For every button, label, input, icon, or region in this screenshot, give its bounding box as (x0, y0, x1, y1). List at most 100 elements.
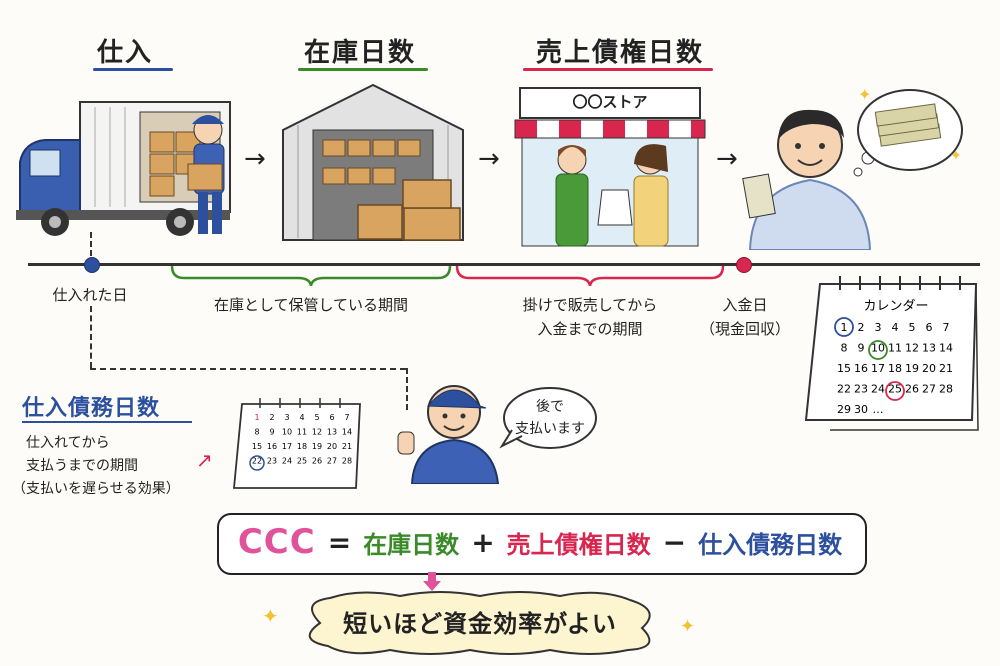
calendar-large-day-cell: 25 (888, 383, 902, 396)
formula-equals: = (327, 525, 352, 559)
formula-row: CCC = 在庫日数 + 売上債権日数 − 仕入債務日数 (230, 519, 850, 565)
calendar-large-day-cell: 9 (858, 342, 865, 355)
calendar-large-day-cell: 22 (837, 383, 851, 396)
calendar-large-title: カレンダー (863, 299, 928, 314)
store-sign: 〇〇ストア (572, 93, 648, 111)
calendar-small-day-cell: 15 (252, 442, 262, 451)
store-illustration (514, 87, 706, 247)
calendar-small-day-cell: 26 (312, 457, 322, 466)
calendar-small-day-cell: 21 (342, 442, 352, 451)
formula-plus: + (471, 525, 495, 559)
calendar-large-day-cell: 29 (837, 403, 851, 416)
flow-arrow-3: → (716, 144, 738, 174)
calendar-small-day-cell: 19 (312, 442, 322, 451)
payment-point-marker (736, 257, 752, 273)
calendar-small-day-cell: 1 (254, 413, 259, 422)
calendar-large-day-cell: 28 (939, 383, 953, 396)
calendar-large-day-cell: 3 (875, 321, 882, 334)
calendar-small-day-cell: 22 (252, 457, 262, 466)
down-arrow-icon (423, 572, 441, 591)
payment-point-label-1: 入金日 (722, 296, 768, 314)
calendar-large-day-cell: 20 (922, 362, 936, 375)
calendar-large-day-cell: 23 (854, 383, 868, 396)
speech-line-1: 後で (536, 399, 564, 415)
formula-payable: 仕入債務日数 (698, 530, 843, 559)
calendar-large-day-cell: 19 (905, 362, 919, 375)
calendar-large-day-cell: 30 (854, 403, 868, 416)
calendar-small-day-cell: 28 (342, 457, 352, 466)
calendar-large-day-cell: 2 (858, 321, 865, 334)
flow-arrow-2: → (478, 144, 500, 174)
calendar-small-day25-circle (249, 455, 265, 471)
purchase-point-marker (84, 257, 100, 273)
formula-box (217, 513, 867, 575)
worker-thumbsup-illustration (397, 385, 500, 484)
calendar-large-day-cell: 7 (943, 321, 950, 334)
payable-connector-vertical (90, 306, 92, 368)
inventory-span-label: 在庫として保管している期間 (213, 296, 409, 314)
header-receivable-days: 売上債権日数 (535, 38, 704, 68)
calendar-small-day-cell: 2 (269, 413, 274, 422)
timeline-axis (28, 263, 980, 266)
payable-desc-3: （支払いを遅らせる効果） (12, 481, 180, 497)
inventory-span-brace (170, 265, 452, 286)
calendar-small-day-cell: 23 (267, 457, 277, 466)
sparkle-left-icon: ✦ (262, 604, 279, 628)
calendar-small-day-cell: 8 (254, 428, 259, 437)
calendar-small-day-cell: 7 (344, 413, 349, 422)
header-receivable-underline (523, 68, 713, 71)
calendar-large-day-cell: 5 (909, 321, 916, 334)
payable-pointer-arrow: ↗ (196, 448, 213, 472)
calendar-large-day-cell: 10 (871, 342, 885, 355)
header-inventory-underline (298, 68, 428, 71)
header-purchase-underline (93, 68, 173, 71)
calendar-large-day1-circle (834, 317, 854, 337)
conclusion-text: 短いほど資金効率がよい (343, 610, 617, 638)
calendar-small-day-cell: 5 (314, 413, 319, 422)
calendar-small-day-cell: 11 (297, 428, 307, 437)
calendar-large-day-cell: 6 (926, 321, 933, 334)
calendar-small-day-cell: 12 (312, 428, 322, 437)
payment-point-label-2: （現金回収） (700, 320, 791, 338)
formula-inventory: 在庫日数 (363, 530, 460, 559)
conclusion-cloud (308, 591, 651, 655)
warehouse-illustration (282, 83, 464, 241)
calendar-large-day-cell: 17 (871, 362, 885, 375)
calendar-large-day-cell: 16 (854, 362, 868, 375)
header-inventory-days: 在庫日数 (303, 38, 416, 68)
receivable-span-brace (455, 265, 725, 286)
calendar-large-day-cell: 4 (892, 321, 899, 334)
calendar-large-day-cell: 24 (871, 383, 885, 396)
purchase-tick (90, 232, 92, 256)
header-purchase: 仕入 (96, 38, 153, 68)
calendar-small-day-cell: 24 (282, 457, 292, 466)
calendar-large-day-cell: 26 (905, 383, 919, 396)
formula-ccc: CCC (237, 522, 316, 562)
calendar-large-day-cell: 21 (939, 362, 953, 375)
svg-text:✦: ✦ (858, 85, 871, 104)
calendar-small-day-cell: 20 (327, 442, 337, 451)
calendar-large-day-cell: 18 (888, 362, 902, 375)
sparkle-right-icon: ✦ (680, 616, 696, 637)
calendar-large-day-cell: 27 (922, 383, 936, 396)
calendar-small-day-cell: 6 (329, 413, 334, 422)
calendar-small-day-cell: 14 (342, 428, 352, 437)
payable-desc-1: 仕入れてから (26, 435, 110, 451)
svg-text:✦: ✦ (950, 148, 962, 164)
calendar-large-day-cell: 12 (905, 342, 919, 355)
calendar-large-day25-circle (885, 381, 905, 401)
flow-arrow-1: → (244, 144, 266, 174)
calendar-large-day-cell: … (873, 403, 884, 416)
calendar-large-day-cell: 8 (841, 342, 848, 355)
calendar-small-day-cell: 9 (269, 428, 274, 437)
calendar-large-day-cell: 11 (888, 342, 902, 355)
truck-illustration (16, 101, 231, 236)
calendar-small-day-cell: 25 (297, 457, 307, 466)
calendar-large-day10-circle (868, 340, 888, 360)
calendar-small-day-cell: 27 (327, 457, 337, 466)
payable-connector-horizontal (90, 368, 406, 370)
calendar-large-day-cell: 14 (939, 342, 953, 355)
formula-minus: − (662, 525, 687, 559)
